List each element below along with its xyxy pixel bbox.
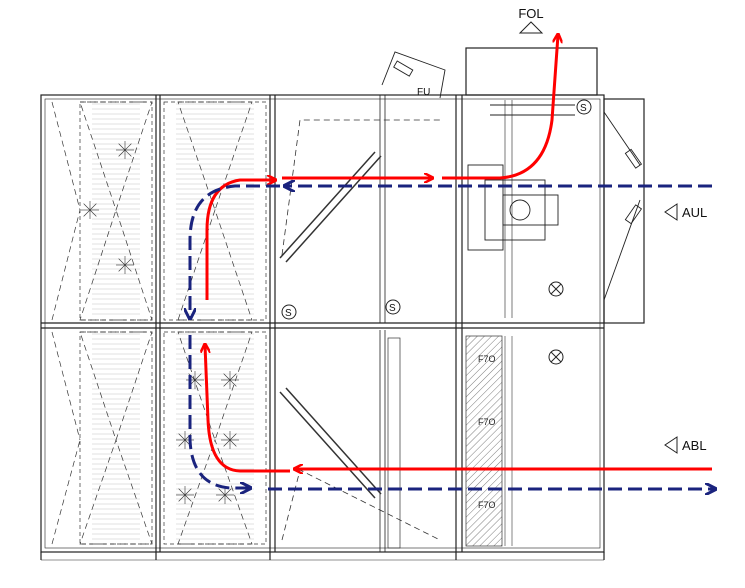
filter-label-2: F7O [478,417,496,427]
filter-label-3: F7O [478,500,496,510]
heat-exchanger-right [163,101,267,545]
nozzle-ray [218,494,226,502]
nozzle-ray [229,433,237,441]
nozzle-ray [194,373,202,381]
bag-filter [465,335,513,547]
nozzle-ray [178,494,186,502]
extract-air-flow [205,345,712,471]
nozzle-ray [118,264,126,272]
nozzle-ray [124,264,132,272]
nozzle-ray [178,433,186,441]
nozzle-ray [218,488,226,496]
nozzle-ray [223,439,231,447]
nozzle-ray [223,373,231,381]
supply-air-flow [205,35,558,300]
unit-casing [40,47,645,561]
return-air-flow [188,335,715,489]
nozzle-ray [224,488,232,496]
sensor-label-2: S [389,303,396,314]
sensor-label-1: S [285,308,292,319]
nozzle-ray [229,439,237,447]
nozzle-ray [118,143,126,151]
direction-triangles [518,21,678,454]
sensor-label-3: S [580,103,587,114]
nozzle-ray [118,258,126,266]
outdoor-air-flow [190,186,712,318]
nozzle-ray [229,373,237,381]
nozzle-ray [188,373,196,381]
sensor-symbols [281,99,592,365]
damper-section [279,119,441,549]
heat-exchanger-left [51,101,153,545]
abl-label: ABL [682,438,707,453]
outdoor-air-damper [603,111,643,301]
nozzle-ray [89,209,97,217]
nozzle-ray [124,143,132,151]
nozzle-ray [184,494,192,502]
nozzle-ray [178,488,186,496]
nozzle-ray [223,433,231,441]
nozzle-ray [118,149,126,157]
fu-label: FU [417,87,430,98]
nozzle-ray [124,149,132,157]
nozzle-ray [89,203,97,211]
aul-label: AUL [682,205,707,220]
fol-label: FOL [518,6,543,21]
nozzle-ray [124,258,132,266]
filter-label-1: F7O [478,354,496,364]
nozzle-symbols [81,141,239,504]
nozzle-ray [223,379,231,387]
nozzle-ray [194,379,202,387]
nozzle-ray [224,494,232,502]
nozzle-ray [184,488,192,496]
fan-unit [467,100,575,318]
nozzle-ray [184,433,192,441]
exchanger-fins [92,103,254,540]
exhaust-damper-top [381,51,446,99]
nozzle-ray [229,379,237,387]
nozzle-ray [83,203,91,211]
nozzle-ray [178,439,186,447]
nozzle-ray [83,209,91,217]
